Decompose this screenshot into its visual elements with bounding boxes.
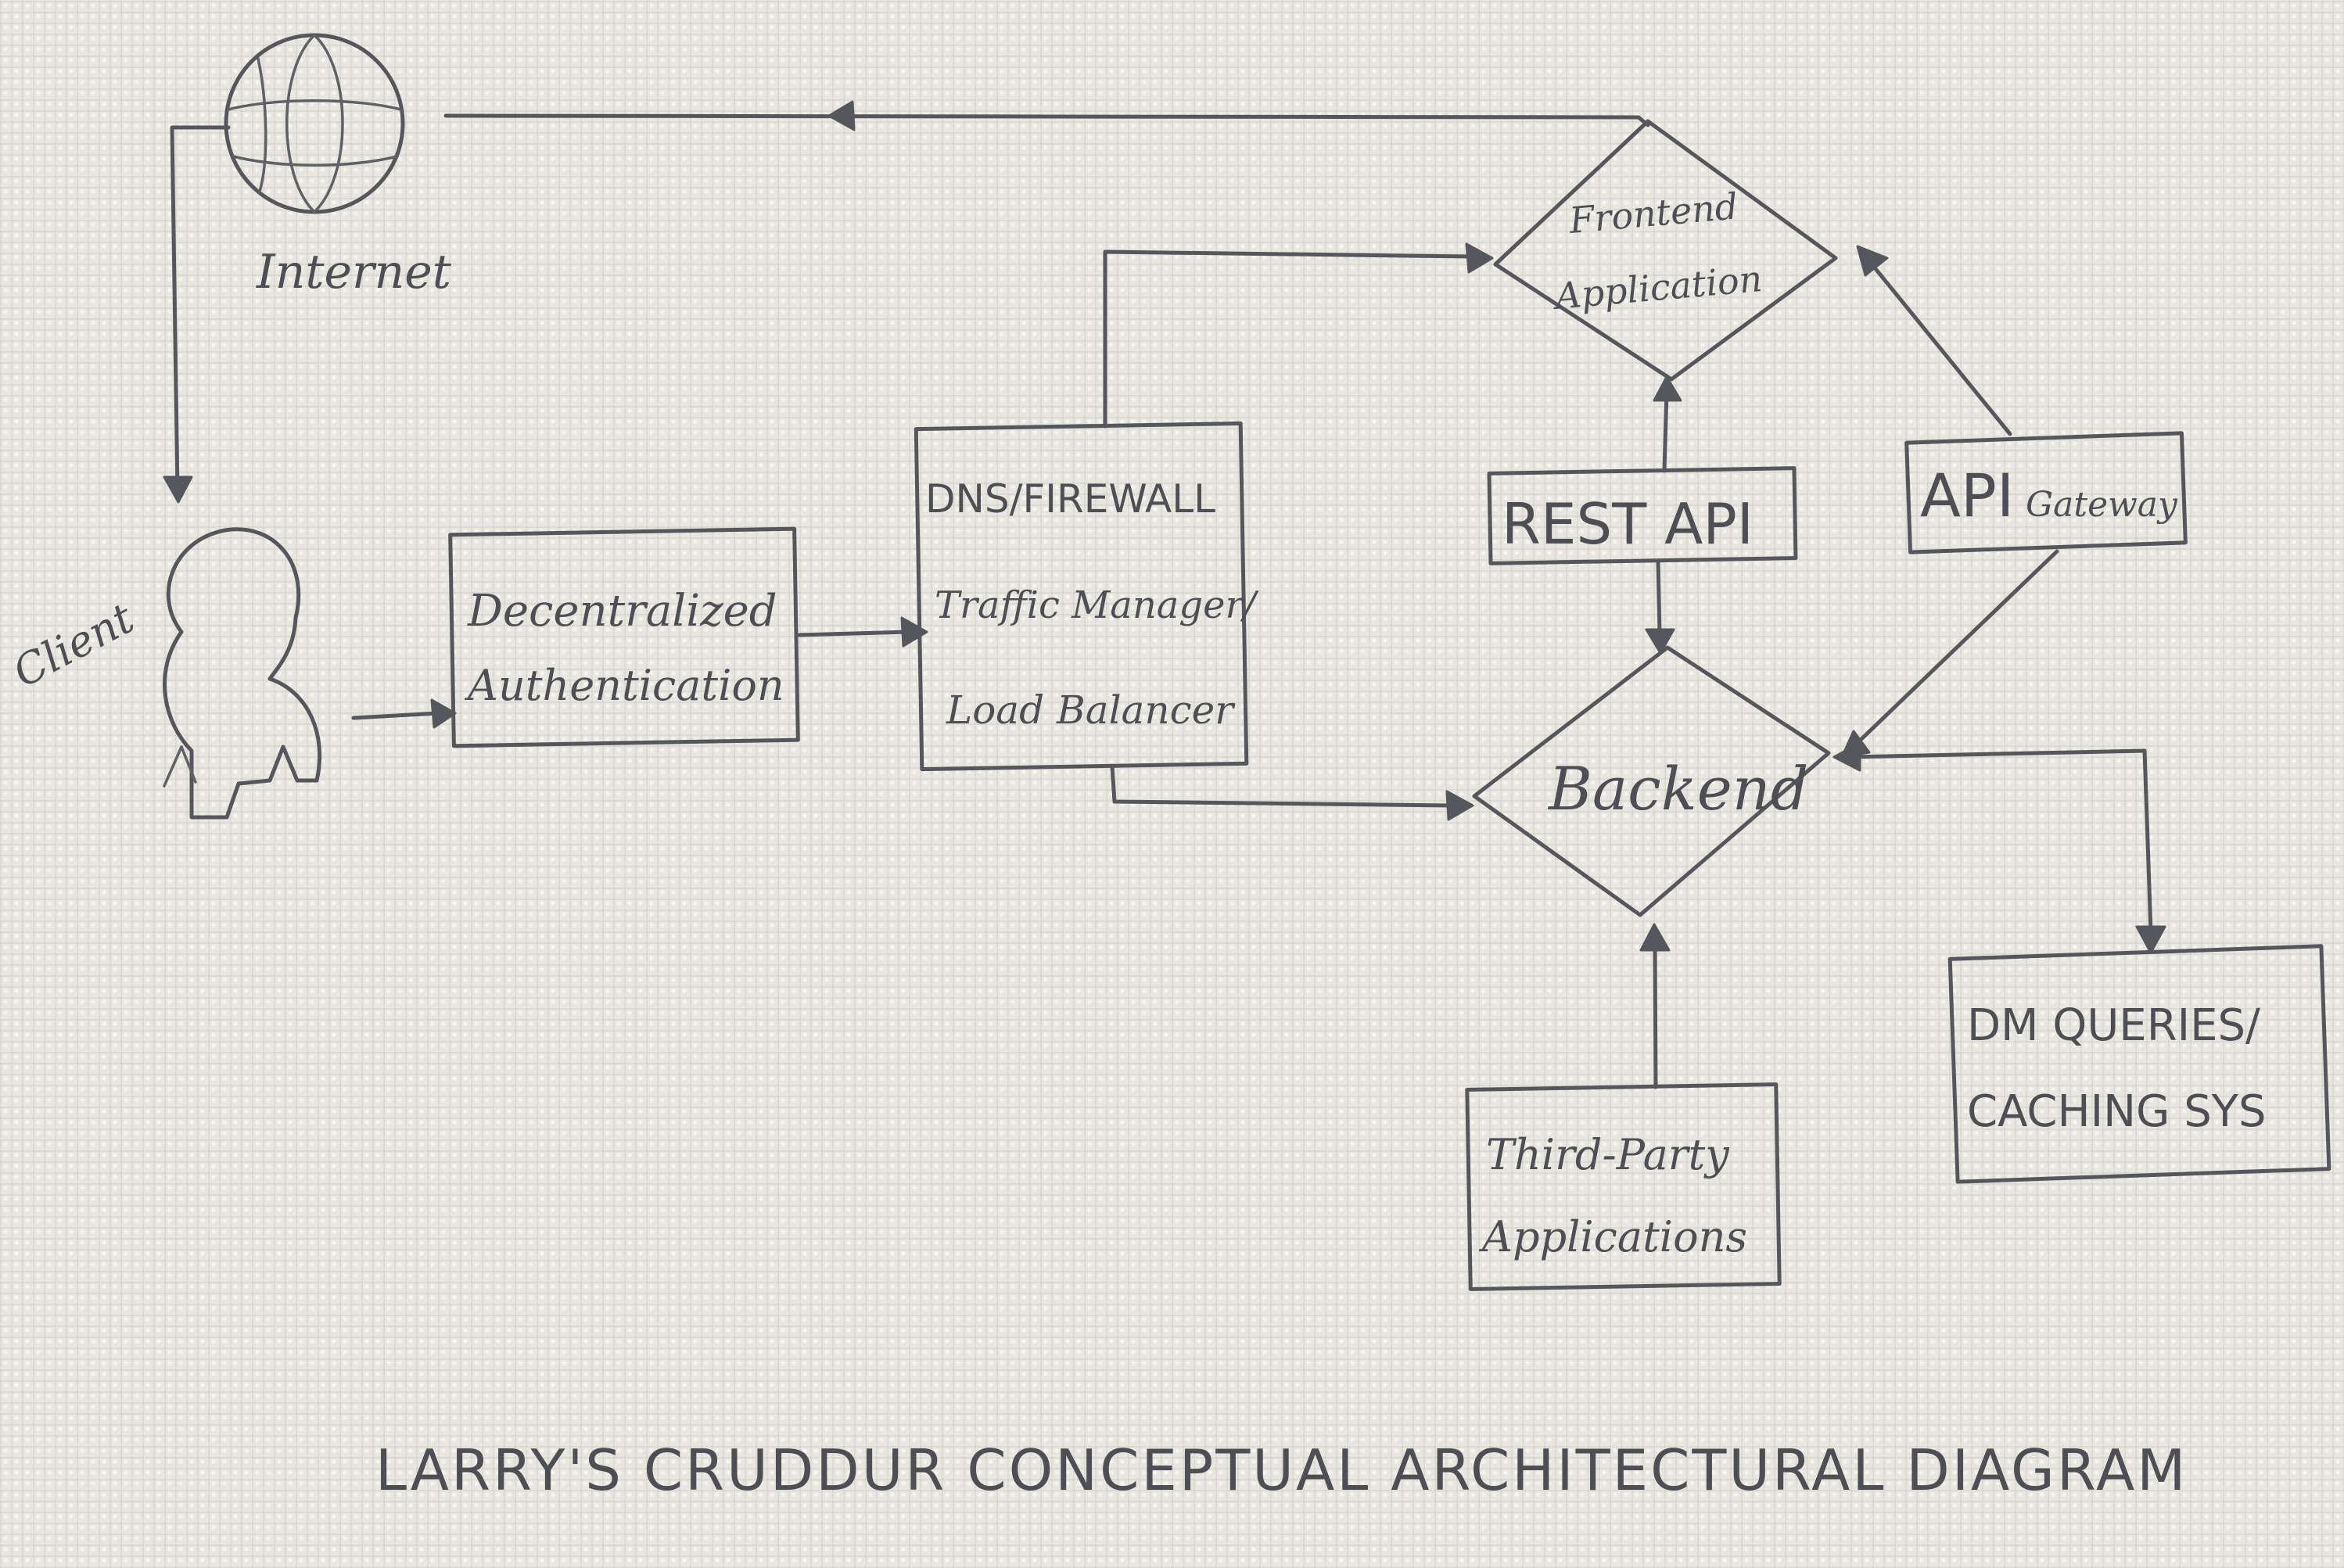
- edge-restapi-to-backend: [1656, 558, 1662, 636]
- dns-label-line3: Load Balancer: [946, 687, 1236, 733]
- frontend-diamond: [1493, 119, 1838, 382]
- arrowhead-backend-bottom: [1639, 923, 1671, 952]
- api-gateway-label-2: Gateway: [2026, 485, 2178, 525]
- db-label-line1: DM QUERIES/: [1967, 1000, 2260, 1051]
- arrowhead-internet: [827, 100, 856, 131]
- frontend-label-line1: Frontend: [1567, 185, 1739, 242]
- client-label: Client: [5, 594, 142, 698]
- auth-label-line2: Authentication: [464, 661, 784, 710]
- backend-diamond: [1472, 645, 1831, 917]
- diagram-title: LARRY'S CRUDDUR CONCEPTUAL ARCHITECTURAL…: [375, 1437, 2188, 1503]
- rest-api-label: REST API: [1502, 491, 1754, 557]
- arrowhead-dns: [900, 616, 928, 648]
- db-box: [1947, 944, 2331, 1184]
- auth-box: [448, 526, 800, 748]
- edge-dns-to-frontend: [1103, 249, 1473, 429]
- auth-label-line1: Decentralized: [467, 586, 777, 637]
- edge-client-to-auth: [351, 711, 440, 720]
- frontend-label-line2: Application: [1550, 257, 1764, 318]
- dns-label-line1: DNS/FIREWALL: [925, 476, 1215, 522]
- edge-restapi-to-frontend: [1662, 389, 1669, 473]
- arrowhead-db: [2135, 925, 2166, 954]
- third-party-label-line2: Applications: [1478, 1212, 1747, 1261]
- dns-label-line2: Traffic Manager/: [935, 583, 1259, 627]
- edge-backend-to-db: [1847, 748, 2153, 935]
- edge-internet-to-client: [170, 125, 231, 495]
- edge-dns-to-backend: [1110, 764, 1453, 808]
- third-party-label-line1: Third-Party: [1486, 1130, 1730, 1179]
- rest-api-box: [1487, 466, 1798, 565]
- edge-thirdparty-to-backend: [1653, 944, 1658, 1089]
- arrowhead-auth: [430, 698, 457, 729]
- api-gateway-box: [1904, 431, 2188, 554]
- client-person-icon: [163, 527, 321, 820]
- third-party-box: [1465, 1082, 1782, 1291]
- arrowhead-frontend-right: [1856, 245, 1889, 277]
- arrowhead-frontend-left: [1465, 242, 1494, 274]
- edge-gateway-to-frontend: [1871, 264, 2012, 436]
- arrowhead-frontend-bottom: [1653, 375, 1682, 402]
- db-label-line2: CACHING SYS: [1967, 1086, 2267, 1137]
- edge-gateway-to-backend: [1859, 549, 2059, 741]
- edge-auth-to-dns: [797, 630, 910, 637]
- arrowhead-client: [163, 475, 193, 504]
- internet-globe-icon: [224, 33, 405, 214]
- backend-label: Backend: [1547, 754, 1808, 823]
- dns-box: [914, 421, 1249, 772]
- arrowhead-backend-top: [1645, 628, 1675, 655]
- arrowhead-backend-db: [1832, 741, 1861, 772]
- edge-frontend-to-internet: [443, 113, 1650, 127]
- internet-label: Internet: [256, 245, 452, 300]
- arrowhead-backend-left: [1445, 790, 1474, 821]
- api-gateway-label-1: API: [1920, 461, 2014, 530]
